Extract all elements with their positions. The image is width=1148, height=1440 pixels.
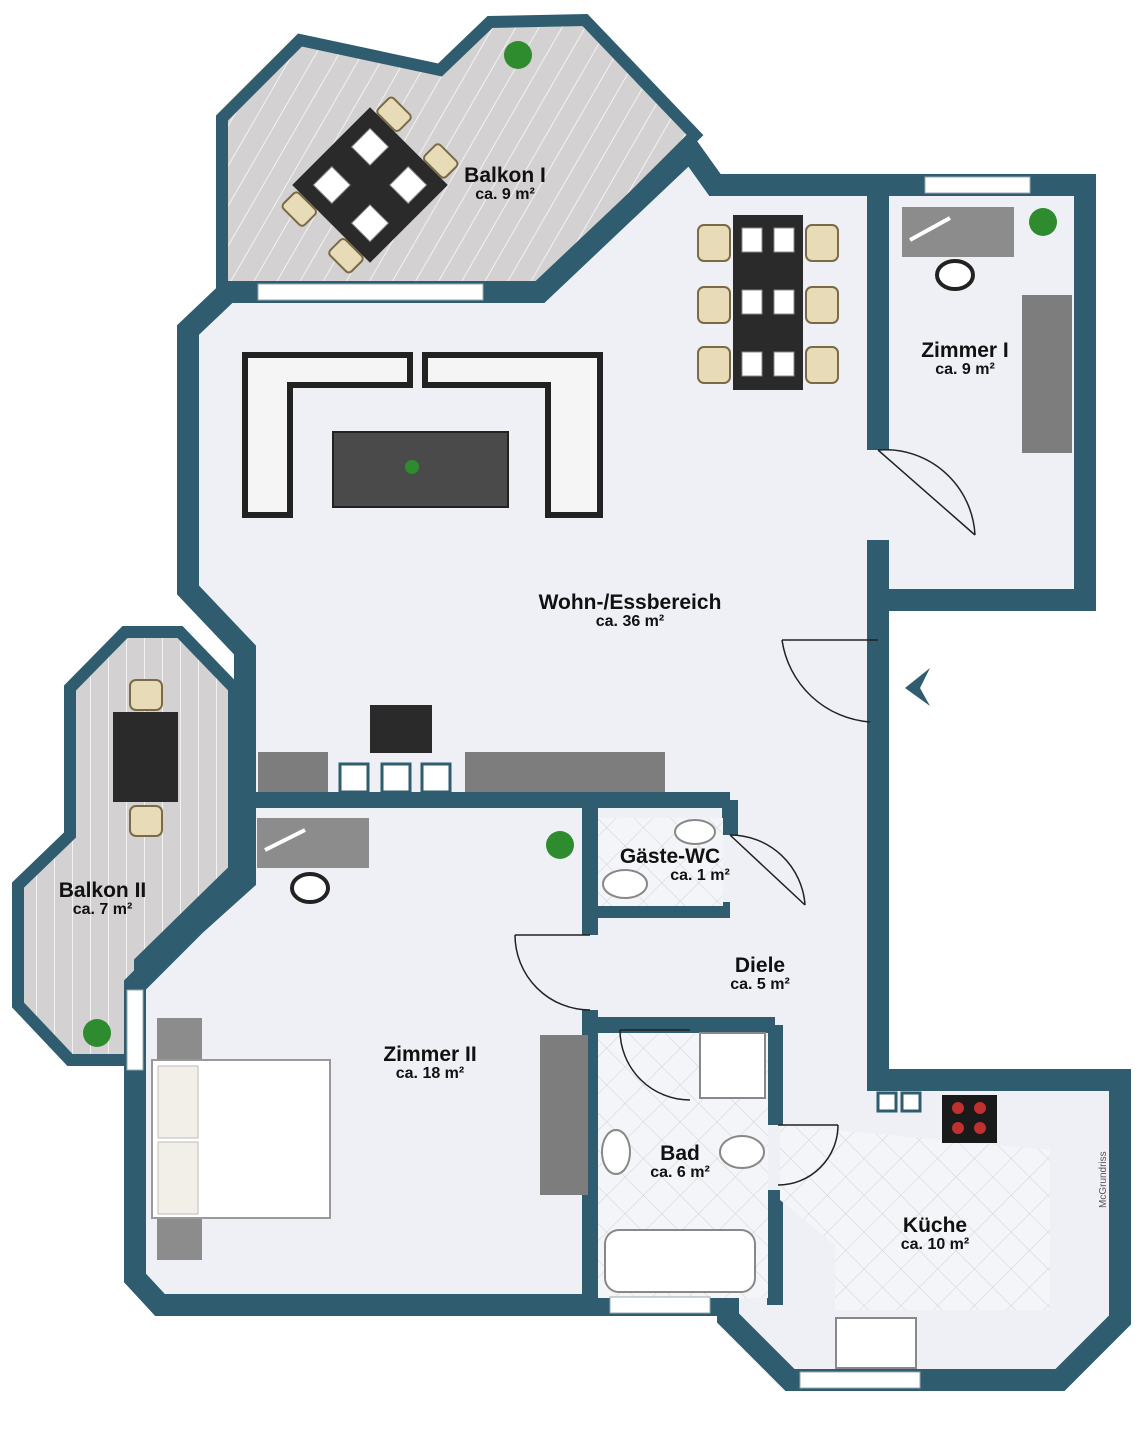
plant-icon <box>83 41 1057 1047</box>
door-swings <box>514 448 976 1186</box>
brand-logo: VP VON POLL IMMOBILIEN <box>124 1152 146 1278</box>
coffee-table <box>332 431 509 508</box>
dining-table <box>697 215 839 390</box>
cooktop-icon <box>942 1095 997 1143</box>
windows <box>126 176 1031 1389</box>
sofa-set <box>242 352 603 518</box>
desk-zimmer-1 <box>902 207 1072 453</box>
interior-walls <box>245 792 783 1305</box>
entrance-arrow-icon <box>905 668 930 706</box>
balcony-2-dining-set <box>113 679 178 837</box>
wardrobe <box>540 1035 588 1195</box>
kitchen-fixtures <box>835 1091 997 1369</box>
bath-fixtures <box>601 819 766 1293</box>
kitchen-tiled-area <box>780 1125 1050 1310</box>
zimmer-1-walls <box>867 185 1085 612</box>
double-bed <box>151 1018 331 1260</box>
sideboard <box>258 705 665 794</box>
credit-text: McGrundriss <box>1098 1151 1109 1208</box>
desk-zimmer-2 <box>257 818 369 904</box>
balcony-1-dining-set <box>281 96 459 274</box>
